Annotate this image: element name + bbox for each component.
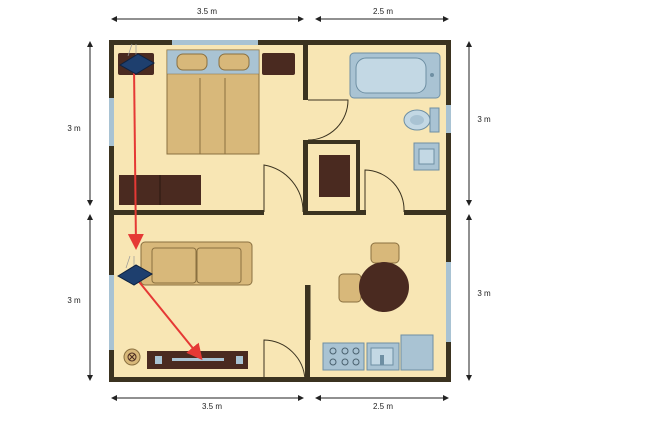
outer-walls: [109, 40, 451, 382]
interior-walls: [112, 42, 448, 380]
dim-bottom-left: 3.5 m: [202, 402, 222, 411]
stove: [322, 342, 365, 371]
camera-path: [127, 65, 203, 361]
dim-left-lower: 3 m: [67, 296, 81, 305]
bed: [166, 49, 260, 155]
plant: [123, 348, 141, 366]
bathtub: [349, 52, 441, 99]
sofa: [140, 241, 253, 286]
toilet: [403, 107, 440, 133]
dresser: [119, 175, 201, 205]
dining-set: [338, 242, 409, 312]
dim-right-lower: 3 m: [477, 289, 491, 298]
fridge: [400, 334, 434, 371]
camera-icon: [119, 43, 155, 75]
camera-icon: [117, 255, 153, 286]
closet-cabinet: [319, 155, 350, 197]
dimension-lines: [87, 16, 472, 401]
kitchen-sink: [366, 342, 400, 371]
dim-right-upper: 3 m: [477, 115, 491, 124]
windows: [109, 40, 451, 350]
bathroom-sink: [413, 142, 440, 171]
dim-top-right: 2.5 m: [373, 7, 393, 16]
dim-bottom-right: 2.5 m: [373, 402, 393, 411]
dim-top-left: 3.5 m: [197, 7, 217, 16]
dim-left-upper: 3 m: [67, 124, 81, 133]
doors: [263, 99, 405, 381]
